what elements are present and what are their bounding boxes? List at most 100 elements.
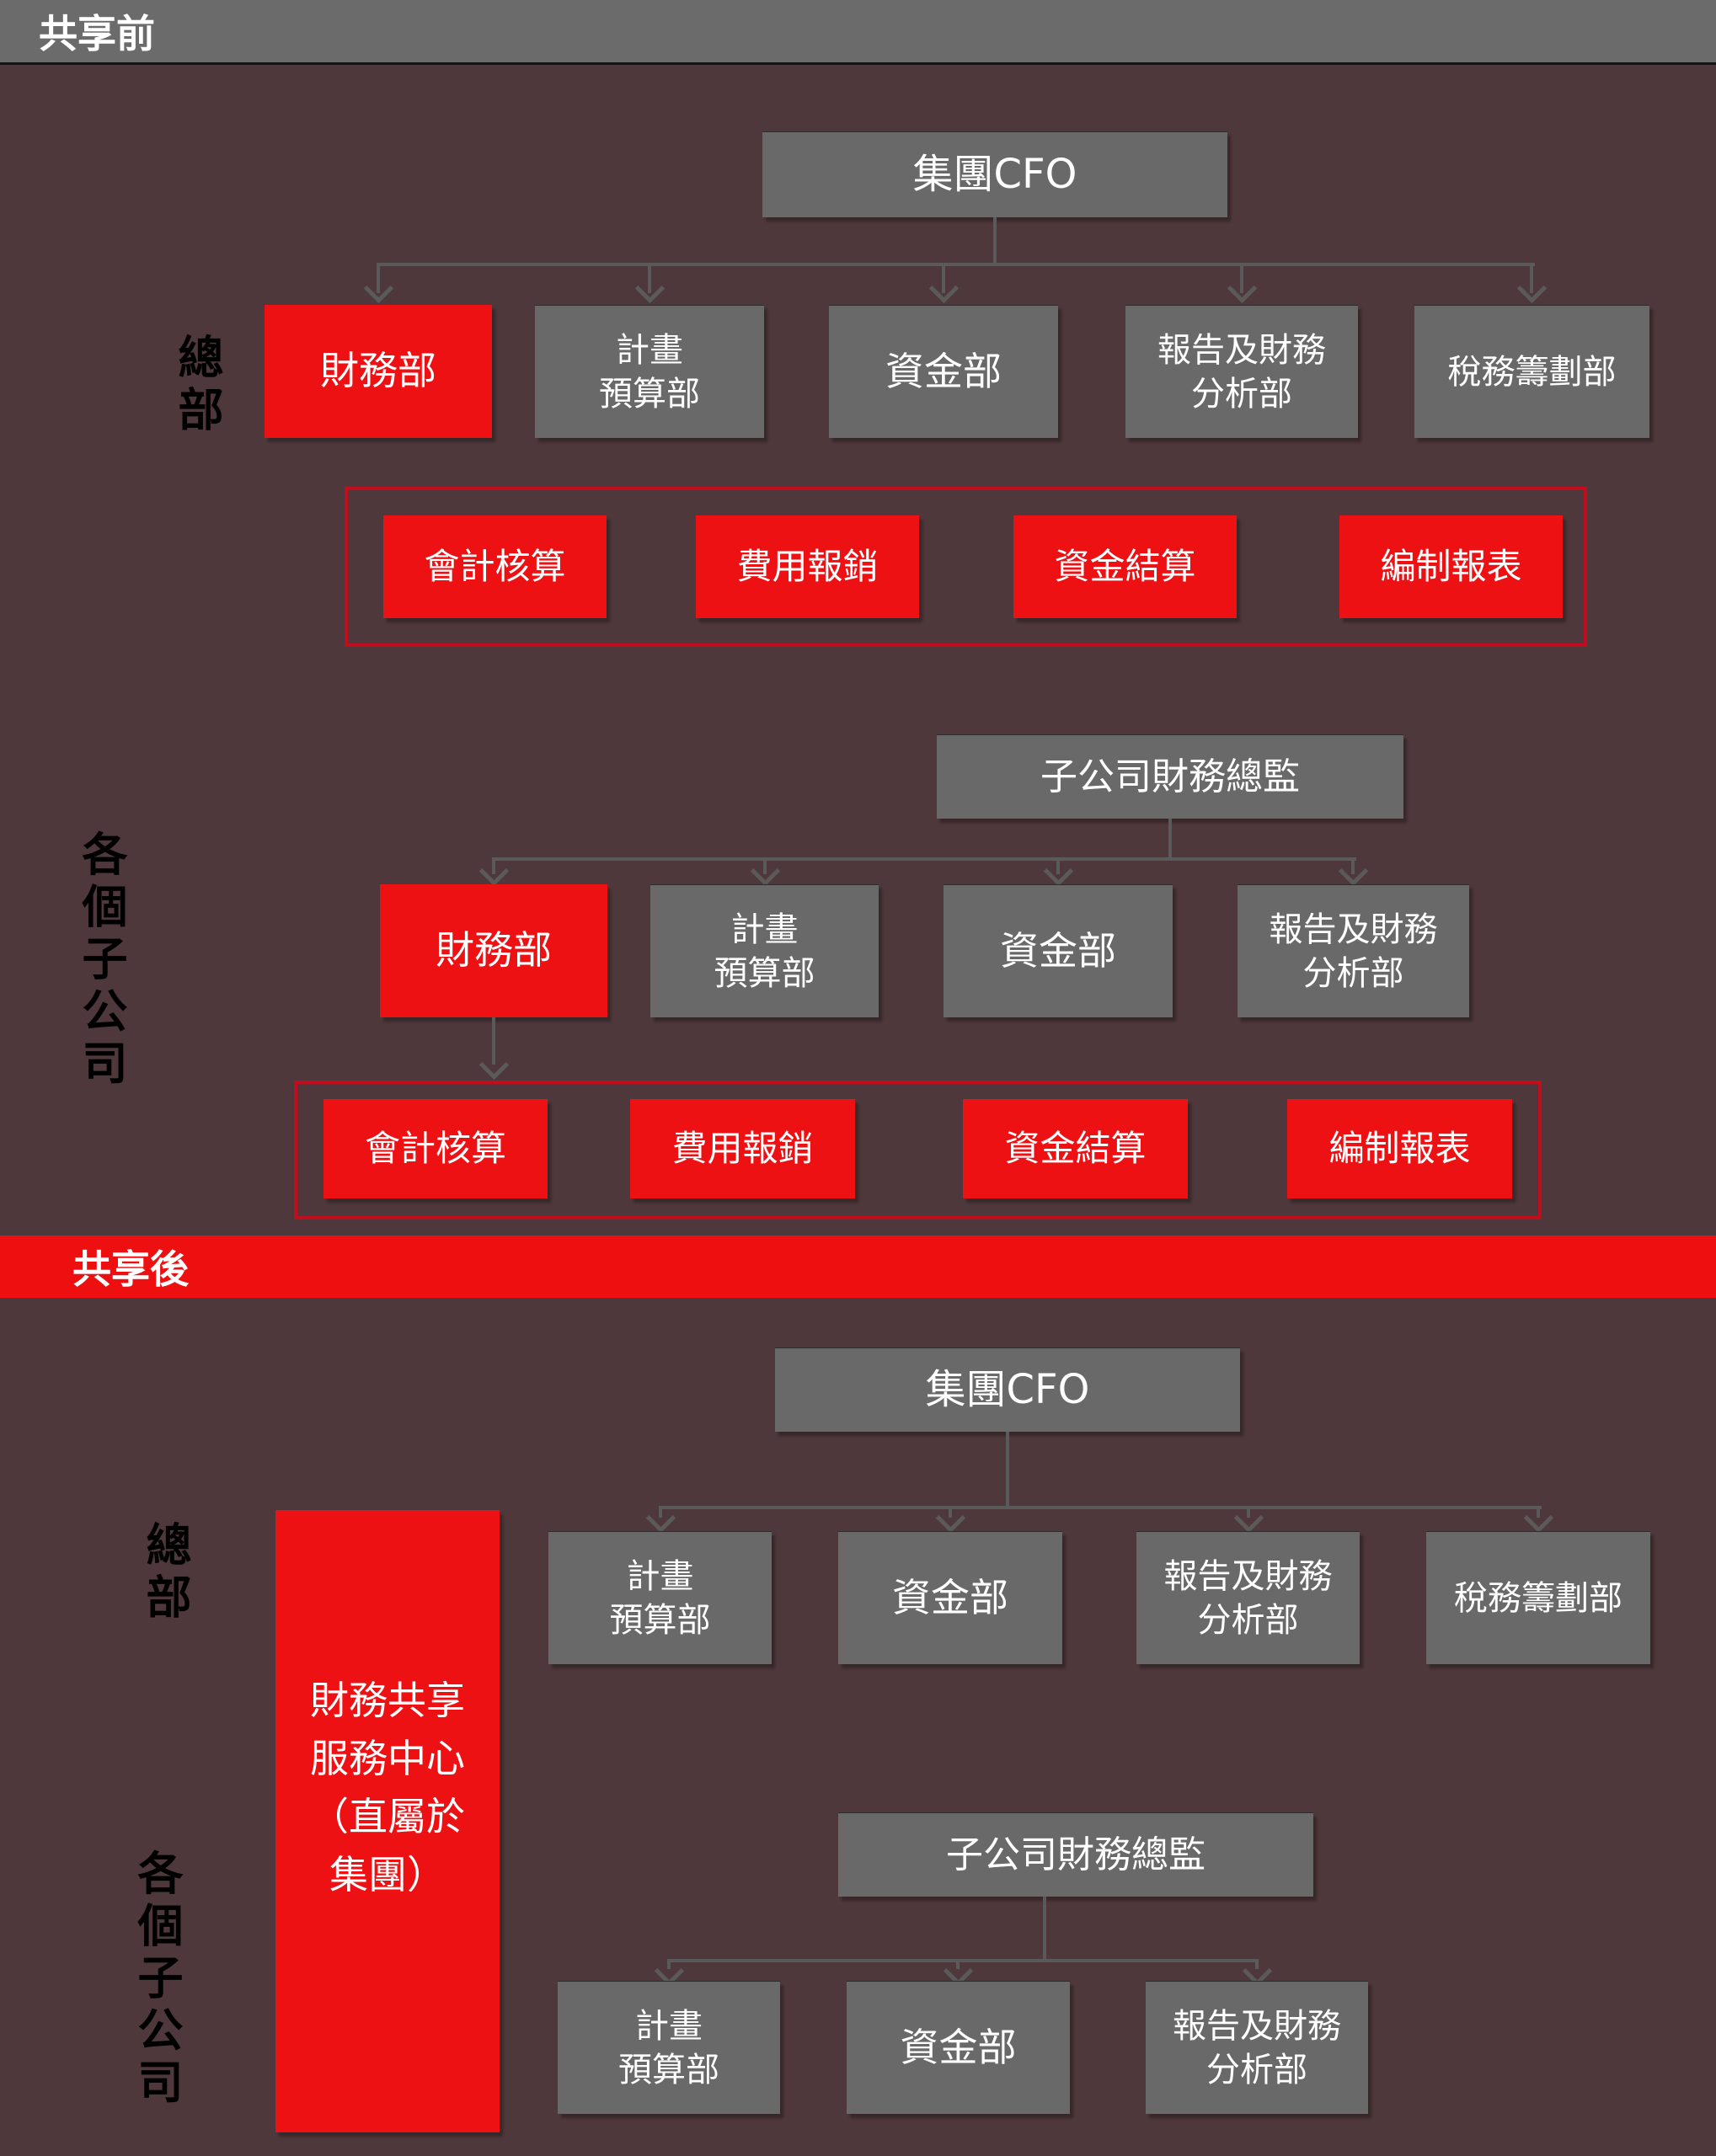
dept-label: 資金部 (1000, 927, 1116, 974)
connector-line (956, 1959, 960, 1969)
dept-label: 計畫 預算部 (599, 330, 700, 414)
arrow-down-icon (363, 273, 394, 304)
fn-label: 會計核算 (424, 545, 566, 587)
box-before-sub-root: 子公司財務總監 (937, 734, 1403, 819)
connector-line (763, 857, 767, 874)
connector-line (377, 263, 1535, 266)
fn-label: 資金結算 (1054, 545, 1196, 587)
fn-label: 費用報銷 (736, 545, 879, 587)
box-after-sub-root-label: 子公司財務總監 (946, 1833, 1205, 1876)
box-before-hq-dept-tax-planning: 稅務籌劃部 (1414, 305, 1649, 438)
box-before-hq-fn-settlement: 資金結算 (1013, 515, 1237, 618)
box-after-hq-dept-tax-planning: 稅務籌劃部 (1426, 1531, 1650, 1664)
region-label-after-subsidiary: 各個子公司 (130, 1849, 183, 2111)
connector-line (1168, 819, 1172, 859)
arrow-down-icon (1227, 273, 1258, 304)
dept-label: 資金部 (885, 348, 1002, 394)
box-before-hq-root-label: 集團CFO (912, 151, 1077, 199)
connector-line (377, 263, 380, 293)
connector-line (667, 1959, 671, 1969)
connector-line (942, 263, 945, 293)
fn-label: 編制報表 (1328, 1127, 1471, 1169)
fn-label: 費用報銷 (671, 1127, 814, 1169)
fn-label: 編制報表 (1380, 545, 1522, 587)
arrow-down-icon (478, 1049, 510, 1081)
box-after-sub-dept-plan-budget: 計畫 預算部 (558, 1981, 780, 2114)
box-before-sub-dept-treasury: 資金部 (944, 884, 1173, 1017)
box-before-sub-dept-plan-budget: 計畫 預算部 (650, 884, 879, 1017)
dept-label: 計畫 預算部 (714, 910, 815, 993)
dept-label: 報告及財務 分析部 (1163, 1556, 1333, 1640)
connector-line (1056, 857, 1060, 874)
box-after-sub-dept-reporting-analysis: 報告及財務 分析部 (1146, 1981, 1368, 2114)
dept-label: 報告及財務 分析部 (1269, 910, 1438, 993)
connector-line (1043, 1897, 1046, 1961)
box-before-hq-dept-treasury: 資金部 (829, 305, 1058, 438)
arrow-down-icon (928, 273, 960, 304)
box-after-hq-root: 集團CFO (775, 1348, 1240, 1432)
arrow-down-icon (1043, 856, 1074, 887)
dept-label: 資金部 (892, 1574, 1008, 1620)
connector-line (1537, 1506, 1540, 1518)
box-before-sub-fn-expense: 費用報銷 (630, 1099, 855, 1198)
box-before-sub-fn-accounting: 會計核算 (323, 1099, 548, 1198)
arrow-down-icon (478, 856, 510, 887)
box-before-hq-fn-accounting: 會計核算 (383, 515, 607, 618)
connector-line (949, 1506, 952, 1518)
connector-line (1240, 263, 1243, 293)
region-label-before-hq: 總部 (170, 334, 223, 438)
dept-label: 報告及財務 分析部 (1157, 330, 1326, 414)
box-before-hq-fn-expense: 費用報銷 (696, 515, 919, 618)
fn-label: 會計核算 (364, 1127, 506, 1169)
connector-line (492, 857, 495, 874)
banner-after-label: 共享後 (72, 1246, 189, 1292)
connector-line (1530, 263, 1533, 293)
box-before-sub-dept-reporting-analysis: 報告及財務 分析部 (1238, 884, 1469, 1017)
banner-before: 共享前 (0, 0, 1716, 65)
arrow-down-icon (634, 273, 666, 304)
dept-label: 計畫 預算部 (609, 1556, 711, 1640)
arrow-down-icon (1516, 273, 1548, 304)
shared-functions-frame (345, 487, 1587, 647)
region-label-before-subsidiary: 各個子公司 (74, 830, 127, 1091)
connector-line (993, 217, 997, 264)
box-before-hq-dept-reporting-analysis: 報告及財務 分析部 (1125, 305, 1358, 438)
arrow-down-icon (1338, 856, 1369, 887)
box-before-sub-fn-settlement: 資金結算 (963, 1099, 1188, 1198)
box-before-hq-dept-plan-budget: 計畫 預算部 (535, 305, 764, 438)
shared-functions-frame (294, 1081, 1542, 1219)
region-label-after-hq: 總部 (138, 1521, 191, 1625)
box-after-shared-service-center: 財務共享 服務中心 （直屬於 集團） (275, 1510, 500, 2132)
box-after-sub-root: 子公司財務總監 (838, 1812, 1313, 1897)
box-before-sub-dept-finance: 財務部 (380, 884, 607, 1017)
box-after-hq-dept-treasury: 資金部 (838, 1531, 1062, 1664)
box-before-hq-dept-finance: 財務部 (265, 305, 492, 438)
banner-after: 共享後 (0, 1235, 1716, 1298)
dept-label: 稅務籌劃部 (1447, 352, 1617, 392)
dept-label: 稅務籌劃部 (1454, 1578, 1622, 1618)
dept-label: 財務部 (320, 348, 436, 394)
arrow-down-icon (750, 856, 781, 887)
connector-line (1351, 857, 1355, 874)
dept-label: 報告及財務 分析部 (1173, 2006, 1341, 2089)
box-after-sub-dept-treasury: 資金部 (847, 1981, 1070, 2114)
connector-line (648, 263, 651, 293)
connector-line (659, 1506, 1542, 1509)
dept-label: 計畫 預算部 (618, 2006, 719, 2089)
box-after-hq-root-label: 集團CFO (925, 1366, 1090, 1414)
banner-before-label: 共享前 (39, 11, 155, 56)
box-before-sub-root-label: 子公司財務總監 (1040, 755, 1300, 798)
connector-line (1255, 1959, 1259, 1969)
ssc-label: 財務共享 服務中心 （直屬於 集團） (310, 1678, 465, 1897)
connector-line (492, 857, 1356, 861)
box-before-hq-fn-reports: 編制報表 (1339, 515, 1563, 618)
connector-line (492, 1017, 495, 1065)
dept-label: 財務部 (436, 927, 552, 974)
box-before-sub-fn-reports: 編制報表 (1287, 1099, 1512, 1198)
connector-line (1247, 1506, 1250, 1518)
connector-line (1006, 1432, 1009, 1508)
fn-label: 資金結算 (1004, 1127, 1147, 1169)
dept-label: 資金部 (900, 2024, 1017, 2070)
box-after-hq-dept-plan-budget: 計畫 預算部 (548, 1531, 772, 1664)
